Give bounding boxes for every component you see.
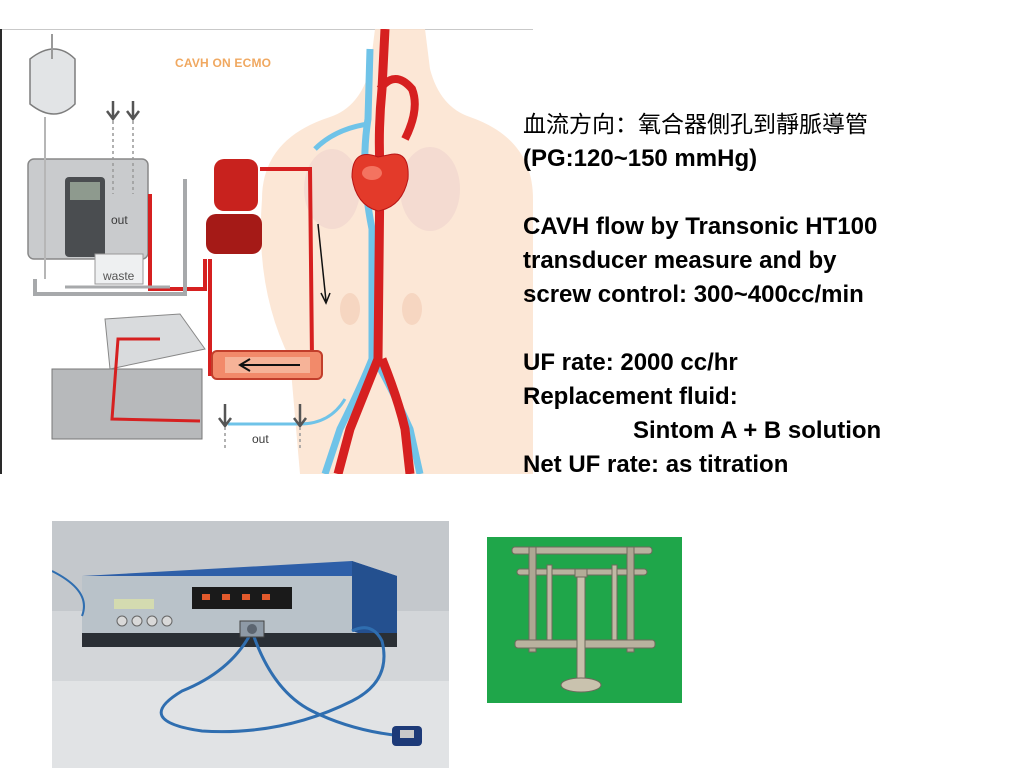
replacement-solution: Sintom A + B solution [633,417,882,444]
flow-arrow-left [238,358,300,372]
oxygenator-top [214,159,258,211]
tubing-red-1 [148,194,207,291]
label-waste: waste [103,269,135,283]
arrow-out-2 [293,404,307,429]
aorta [333,29,390,474]
cavh-flow-line2: transducer measure and by [523,247,837,274]
fluid-bag [29,48,76,115]
replacement-fluid: Replacement fluid: [523,383,738,410]
probe-cable [159,626,386,734]
clamp-top-bar [511,546,653,555]
arrow-down-1 [106,101,120,122]
left-lung [304,149,360,229]
screw-clamp-photo [487,537,682,703]
meter-side [352,561,397,646]
right-kidney [402,293,422,325]
slide-text: 血流方向：氧合器側孔到靜脈導管 (PG:120~150 mmHg) CAVH f… [523,108,1013,482]
tubing-red-3 [110,337,201,423]
label-out-lower: out [252,432,269,446]
aortic-arch [376,75,419,141]
cavh-ecmo-diagram: CAVH ON ECMO out waste out [0,29,533,474]
transonic-flowmeter-photo [52,521,449,768]
vena-cava [321,48,376,474]
diagram-left-border [0,29,2,474]
heart-highlight [362,166,382,180]
pressure-gradient: (PG:120~150 mmHg) [523,145,758,172]
cavh-flow-line1: CAVH flow by Transonic HT100 [523,213,878,240]
left-kidney [340,293,360,325]
uf-rate: UF rate: 2000 cc/hr [523,349,738,376]
pump-top [104,313,206,370]
arrow-down-2 [126,101,140,122]
diagram-title: CAVH ON ECMO [175,56,272,70]
blood-flow-direction: 血流方向：氧合器側孔到靜脈導管 [523,112,868,138]
arrow-out-1 [218,404,232,429]
screw-clamp-illustration [487,537,682,703]
tubing-grey-1 [33,179,187,296]
flow-arrow-down [317,223,331,305]
pump-base [51,368,203,440]
right-lung [400,147,460,231]
diagram-illustration [27,29,533,474]
vein-branch [313,121,369,151]
machine-screen [70,182,100,200]
waste-container [94,253,144,285]
meter-lcd [114,599,154,609]
cavh-flow-line3: screw control: 300~400cc/min [523,281,864,308]
label-out-upper: out [111,213,128,227]
diagram-top-border [0,29,533,30]
clamp-screw [576,574,586,684]
clamp-knob [560,677,602,693]
aorta-right [377,357,415,474]
flowmeter-illustration [52,521,449,768]
net-uf-rate: Net UF rate: as titration [523,451,789,478]
oxygenator-bottom [206,214,262,254]
